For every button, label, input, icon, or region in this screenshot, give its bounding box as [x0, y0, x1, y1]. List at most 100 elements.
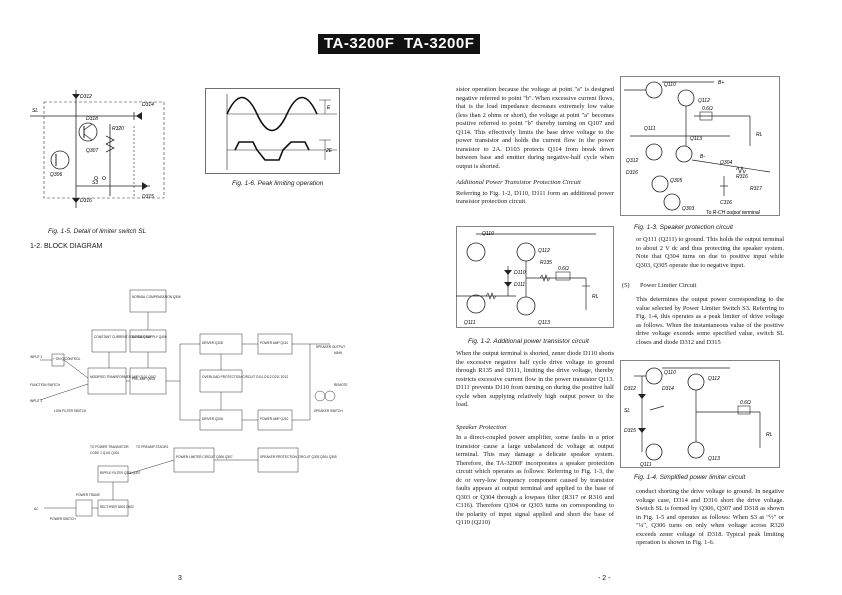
fig13-q304-label: Q304 [720, 160, 732, 166]
fig12-rl-label: RL [592, 294, 599, 300]
fig16-waveform: E 2E [205, 88, 340, 174]
fig12-r135-label: R135 [540, 260, 552, 266]
fig14-rl-label: RL [766, 432, 773, 438]
fig14-q113-label: Q113 [708, 456, 720, 462]
lbl-speaker-switch: SPEAKER SWITCH [314, 409, 343, 413]
col3-paragraph-4: In a direct-coupled power amplifier, som… [456, 434, 614, 526]
fig14-d314-label: D314 [662, 386, 674, 392]
lbl-function-switch: FUNCTION SWITCH [30, 383, 61, 387]
fig15-sl-label: SL [32, 108, 38, 114]
fig13-c316-label: C316 [720, 200, 732, 206]
blk-power-amp-bottom: POWER AMP Q210 [260, 417, 289, 421]
blk-speaker-protection: SPEAKER PROTECTION CIRCUIT Q303 Q304 Q30… [260, 455, 337, 459]
fig13-ohm-label: 0.6Ω [702, 106, 713, 112]
lbl-main: MAIN [334, 351, 343, 355]
lbl-input1: INPUT 1 [30, 355, 42, 359]
fig12-q112-label: Q112 [538, 248, 550, 254]
fig13-r316-label: R316 [736, 174, 748, 180]
col3-subheading-additional: Additional Power Transistor Protection C… [456, 179, 581, 186]
section-block-diagram-heading: 1-2. BLOCK DIAGRAM [30, 243, 103, 250]
lbl-speaker-output: SPEAKER OUTPUT [316, 345, 345, 349]
fig15-d315-label: D315 [142, 194, 154, 200]
fig14-q110-label: Q110 [664, 370, 676, 376]
col3-paragraph-2: Referring to Fig. 1-2, D110, D111 form a… [456, 189, 614, 206]
blk-rectifier: RECTIFIER D501 D502 [100, 505, 134, 509]
fig13-bminus-label: B- [700, 154, 705, 160]
fig13-bplus-label: B+ [718, 80, 724, 86]
blk-dc-bias: DC BIAS SUPPLY Q406 [132, 335, 167, 339]
fig14-d315-label: D315 [624, 428, 636, 434]
fig15-caption: Fig. 1-5. Detail of limiter switch SL [48, 228, 147, 235]
fig12-power-transistor-schematic: Q110 Q112 R135 D110 D111 0.6Ω RL Q111 Q1… [456, 226, 614, 328]
lbl-input2: INPUT 2 [30, 399, 42, 403]
col4-paragraph-3: conduct shorting the drive voltage to gr… [636, 488, 784, 546]
col3-text-bottom: When the output terminal is shorted, zen… [456, 350, 614, 536]
fig13-q113-label: Q113 [690, 136, 702, 142]
col4-section5-number: (5) [622, 282, 630, 289]
fig13-q312-label: Q312 [626, 158, 638, 164]
block-diagram: NORMAL COMPENSATION Q306 CONSTANT CURREN… [30, 289, 348, 521]
col3-paragraph-1: sistor operation because the voltage at … [456, 86, 614, 170]
fig15-q306-label: Q306 [50, 172, 62, 178]
fig12-caption: Fig. 1-2. Additional power transistor ci… [468, 338, 589, 345]
fig15-d318-label: D318 [86, 116, 98, 122]
col4-paragraph-1: or Q111 (Q211) to ground. This holds the… [636, 236, 784, 269]
blk-driver-top: DRIVER Q108 [202, 341, 223, 345]
fig12-q110-label: Q110 [482, 231, 494, 237]
col4-paragraph-2: This determines the output power corresp… [636, 296, 784, 346]
fig13-r317-label: R317 [750, 186, 762, 192]
blk-driver-bottom: DRIVER Q208 [202, 417, 223, 421]
fig14-power-limiter-schematic: Q110 Q112 D312 D314 0.6Ω SL D315 RL Q111… [620, 360, 780, 468]
fig13-speaker-protection-schematic: Q110 B+ Q112 0.6Ω Q111 Q113 RL Q312 B- Q… [620, 76, 780, 216]
fig14-sl-label: SL [624, 408, 630, 414]
fig15-q307-label: Q307 [86, 148, 98, 154]
col3-text-top: sistor operation because the voltage at … [456, 86, 614, 215]
fig12-q113-label: Q113 [538, 320, 550, 326]
blk-ripple-filter: RIPPLE FILTER Q306 Q307 [100, 471, 141, 475]
blk-filter: + ON Q/CONTROL [53, 357, 81, 361]
fig13-rl-label: RL [756, 132, 763, 138]
fig14-caption: Fig. 1-4. Simplified power limiter circu… [634, 474, 746, 481]
fig15-limiter-switch-schematic: D312 D314 SL D318 R320 Q307 Q306 S3 D316… [30, 90, 165, 208]
fig12-d110-label: D110 [514, 270, 526, 276]
blk-to-power-transistor: TO POWER TRANSISTOR [90, 445, 129, 449]
fig12-q111-label: Q111 [464, 320, 476, 326]
fig13-q110-label: Q110 [664, 82, 676, 88]
lbl-ac: AC [34, 507, 39, 511]
model-banner-right: TA-3200F [398, 34, 481, 54]
fig13-q305-label: Q305 [670, 178, 682, 184]
fig15-s3-label: S3 [92, 180, 98, 186]
fig16-e-label: E [327, 105, 331, 111]
fig14-ohm-label: 0.6Ω [740, 400, 751, 406]
fig15-d312-label: D312 [80, 94, 92, 100]
blk-power-limiter: POWER LIMITER CIRCUIT Q306 Q307 [176, 455, 233, 459]
lbl-remote: REMOTE [334, 383, 348, 387]
blk-to-preamp: TO PREAMP STAGES [136, 445, 168, 449]
col4-text-top: or Q111 (Q211) to ground. This holds the… [636, 236, 784, 278]
lbl-low-filter-switch: LOW FILTER SWITCH [54, 409, 87, 413]
fig16-2e-label: 2E [325, 148, 333, 154]
col3-paragraph-3: When the output terminal is shorted, zen… [456, 350, 614, 408]
col3-subheading-speaker: Speaker Protection [456, 423, 507, 431]
fig13-d316-label: D316 [626, 170, 638, 176]
page-number-right: - 2 - [598, 575, 611, 582]
blk-power-trans: POWER TRANS [76, 493, 100, 497]
blk-constant-current: CONSTANT CURRENT SOURCE Q305 [94, 335, 151, 339]
fig12-d111-label: D111 [514, 282, 525, 288]
col4-text-mid: This determines the output power corresp… [636, 296, 784, 355]
blk-pre-amp: PRE-AMP Q103 [132, 377, 155, 381]
fig15-r320-label: R320 [112, 126, 124, 132]
blk-power-amp-top: POWER AMP Q110 [260, 341, 288, 345]
model-banner-left: TA-3200F [318, 34, 401, 54]
col4-text-bottom: conduct shorting the drive voltage to gr… [636, 488, 784, 556]
blk-overload-protection: OVERLOAD PROTECTION CIRCUIT D111 D112 D2… [202, 375, 289, 379]
blk-normal-compensation: NORMAL COMPENSATION Q306 [132, 295, 181, 299]
fig14-q112-label: Q112 [708, 376, 720, 382]
lbl-power-switch: POWER SWITCH [50, 517, 76, 521]
fig15-d316-label: D316 [80, 198, 92, 204]
col4-section5-title: Power Limiter Circuit [640, 282, 697, 289]
blk-to-preamp-codes: CODE 1 Q101 Q301 [90, 451, 119, 455]
fig16-caption: Fig. 1-6. Peak limiting operation [232, 180, 324, 187]
fig12-ohm-label: 0.6Ω [558, 266, 569, 272]
page-number-left: 3 [178, 575, 182, 582]
